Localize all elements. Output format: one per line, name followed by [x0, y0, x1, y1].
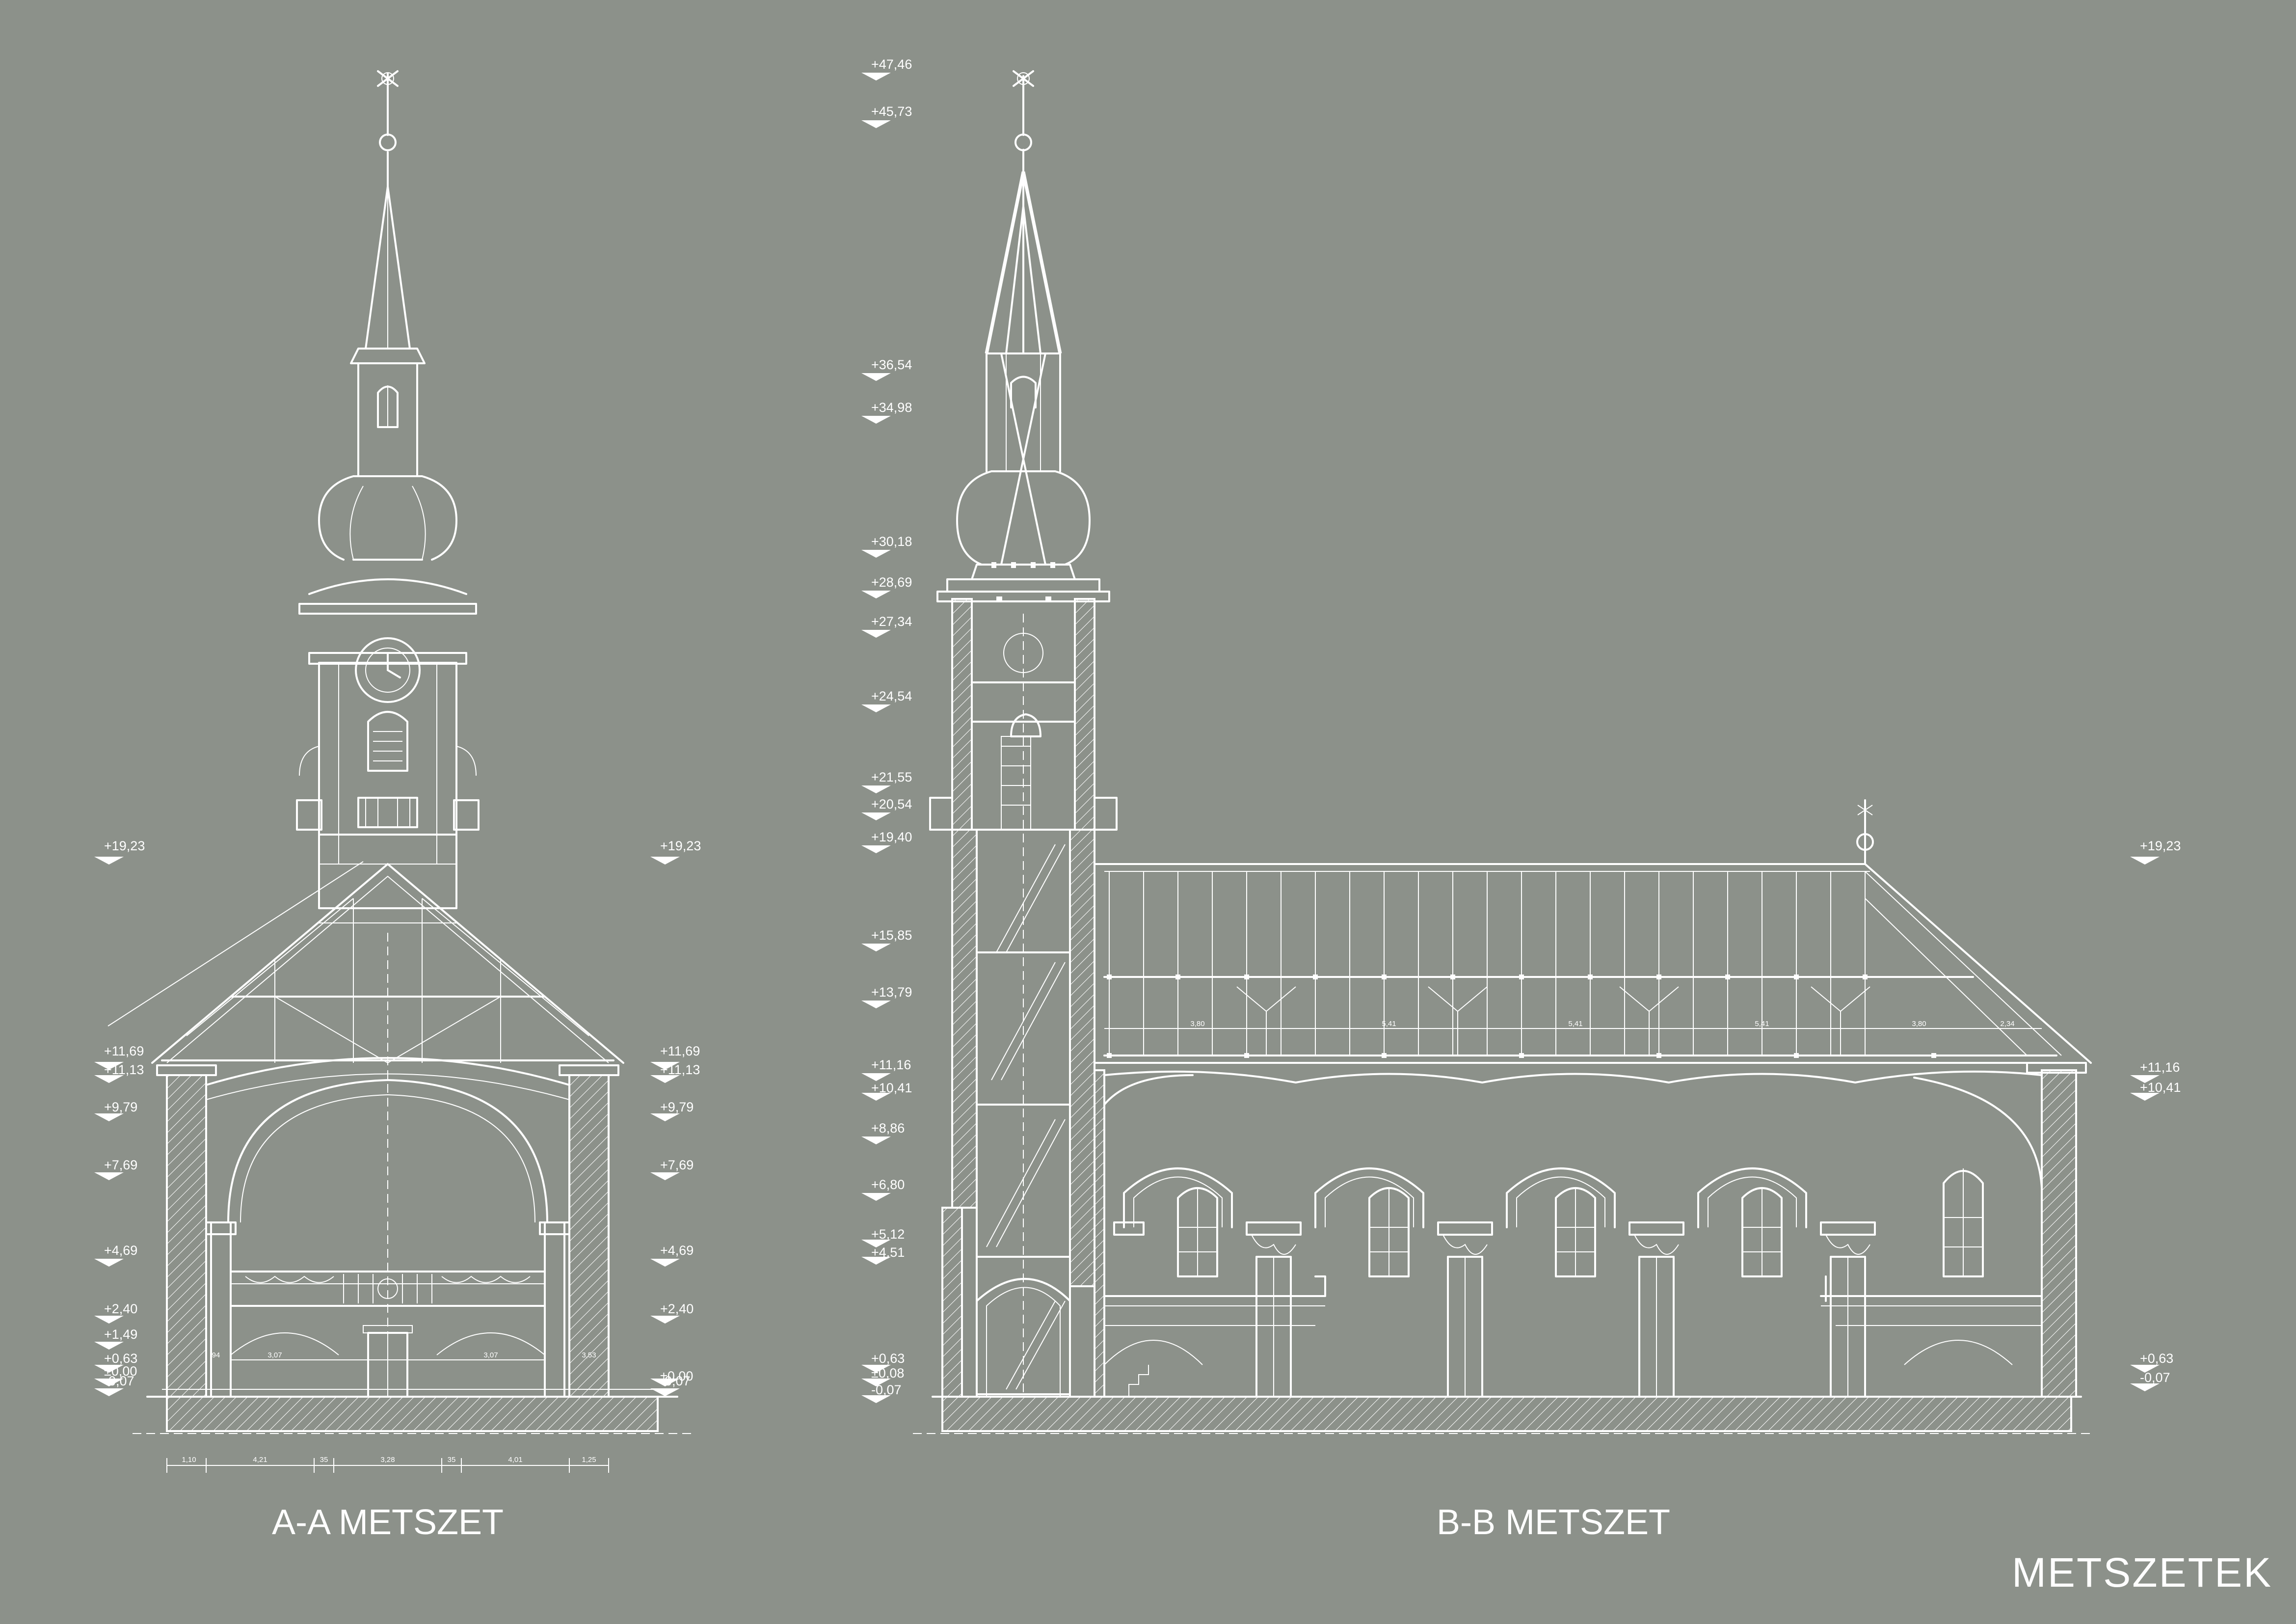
level-marker: +47,46: [871, 57, 912, 72]
dim-a-5: 35: [448, 1456, 456, 1464]
level-marker: -0,07: [104, 1374, 134, 1388]
dim-a-inner-2: 3,07: [483, 1351, 498, 1359]
section-a-a-drawing: 1,10 4,21 35 3,28 35 4,01 1,25 3,07 3,07…: [107, 70, 692, 1473]
roof-bracing: [1236, 986, 1870, 1056]
level-marker: +30,18: [871, 534, 912, 549]
nave-windows: [1177, 1168, 1984, 1277]
section-b-b-drawing: [913, 70, 2092, 1434]
level-marker: +10,41: [871, 1081, 912, 1095]
dim-a-inner-1: 3,07: [267, 1351, 282, 1359]
section-b-levels-left: +47,46 +45,73 +36,54 +34,98 +30,18 +28,6…: [861, 57, 912, 1403]
level-marker: +4,69: [660, 1243, 694, 1258]
level-marker: +20,54: [871, 797, 912, 812]
section-a-levels-left: +19,23 +11,69 +11,13 +9,79 +7,69 +4,69 +…: [94, 839, 145, 1396]
level-marker: +6,80: [871, 1177, 905, 1192]
level-marker: ±0,08: [871, 1366, 904, 1380]
level-marker: +19,40: [871, 830, 912, 844]
section-a-levels-right: +19,23 +11,69 +11,13 +9,79 +7,69 +4,69 +…: [650, 839, 701, 1396]
level-marker: +11,16: [871, 1057, 911, 1072]
level-marker: +19,23: [660, 839, 701, 853]
dim-a-3: 35: [320, 1456, 328, 1464]
roof-beam-blocks: [1107, 974, 1936, 1058]
level-marker: -0,07: [2140, 1370, 2170, 1385]
level-marker: +28,69: [871, 575, 912, 590]
level-marker: +11,16: [2140, 1060, 2180, 1075]
level-marker: +13,79: [871, 985, 912, 1000]
level-marker: +0,63: [2140, 1351, 2173, 1366]
level-marker: +1,49: [104, 1327, 137, 1342]
level-marker: +2,40: [660, 1301, 694, 1316]
roof-rafters: [1109, 871, 2062, 1056]
dim-b-1: 3,80: [1190, 1020, 1204, 1028]
level-marker: +19,23: [2140, 839, 2181, 853]
dim-a-inner-3: 3,53: [582, 1351, 596, 1359]
level-marker: +24,54: [871, 689, 912, 704]
level-marker: ±0,00: [660, 1369, 693, 1383]
dim-a-inner-4: 94: [212, 1351, 220, 1359]
nave-arcades: [1123, 1167, 1807, 1228]
level-marker: -0,07: [660, 1374, 691, 1388]
level-marker: +0,63: [871, 1351, 905, 1366]
level-marker: +11,69: [104, 1044, 144, 1058]
level-marker: +0,63: [104, 1351, 137, 1366]
level-marker: +27,34: [871, 614, 912, 629]
level-marker: +11,13: [660, 1062, 700, 1077]
level-marker: +8,86: [871, 1121, 905, 1136]
dim-a-7: 1,25: [582, 1456, 596, 1464]
level-marker: +5,12: [871, 1227, 905, 1242]
level-marker: +9,79: [104, 1100, 137, 1114]
dim-b-5: 3,80: [1912, 1020, 1926, 1028]
dim-a-1: 1,10: [182, 1456, 196, 1464]
dim-b-3: 5,41: [1568, 1020, 1582, 1028]
level-marker: +7,69: [660, 1158, 694, 1172]
dim-a-6: 4,01: [508, 1456, 522, 1464]
section-b-title: B-B METSZET: [1437, 1503, 1670, 1542]
section-a-title: A-A METSZET: [272, 1503, 504, 1542]
dim-a-2: 4,21: [253, 1456, 267, 1464]
level-marker: +11,69: [660, 1044, 700, 1058]
section-b-levels-right: +19,23 +11,16 +10,41 +0,63 -0,07: [2130, 839, 2181, 1391]
sheet-title: METSZETEK: [2012, 1549, 2272, 1596]
level-marker: +4,69: [104, 1243, 137, 1258]
nave-piers: [1113, 1221, 1876, 1398]
level-marker: +15,85: [871, 928, 912, 943]
level-marker: +10,41: [2140, 1080, 2181, 1095]
level-marker: +36,54: [871, 357, 912, 372]
dim-b-2: 5,41: [1382, 1020, 1396, 1028]
level-marker: +34,98: [871, 400, 912, 415]
level-marker: -0,07: [871, 1382, 902, 1397]
level-marker: +45,73: [871, 104, 912, 119]
level-marker: +19,23: [104, 839, 145, 853]
dim-b-4: 5,41: [1755, 1020, 1769, 1028]
dim-b-6: 2,34: [2000, 1020, 2014, 1028]
level-marker: +4,51: [871, 1245, 905, 1260]
dim-a-4: 3,28: [380, 1456, 395, 1464]
level-marker: +11,13: [104, 1062, 144, 1077]
level-marker: +7,69: [104, 1158, 137, 1172]
level-marker: +9,79: [660, 1100, 694, 1114]
level-marker: +2,40: [104, 1301, 137, 1316]
level-marker: +21,55: [871, 770, 912, 785]
level-marker: ±0,00: [104, 1364, 137, 1379]
